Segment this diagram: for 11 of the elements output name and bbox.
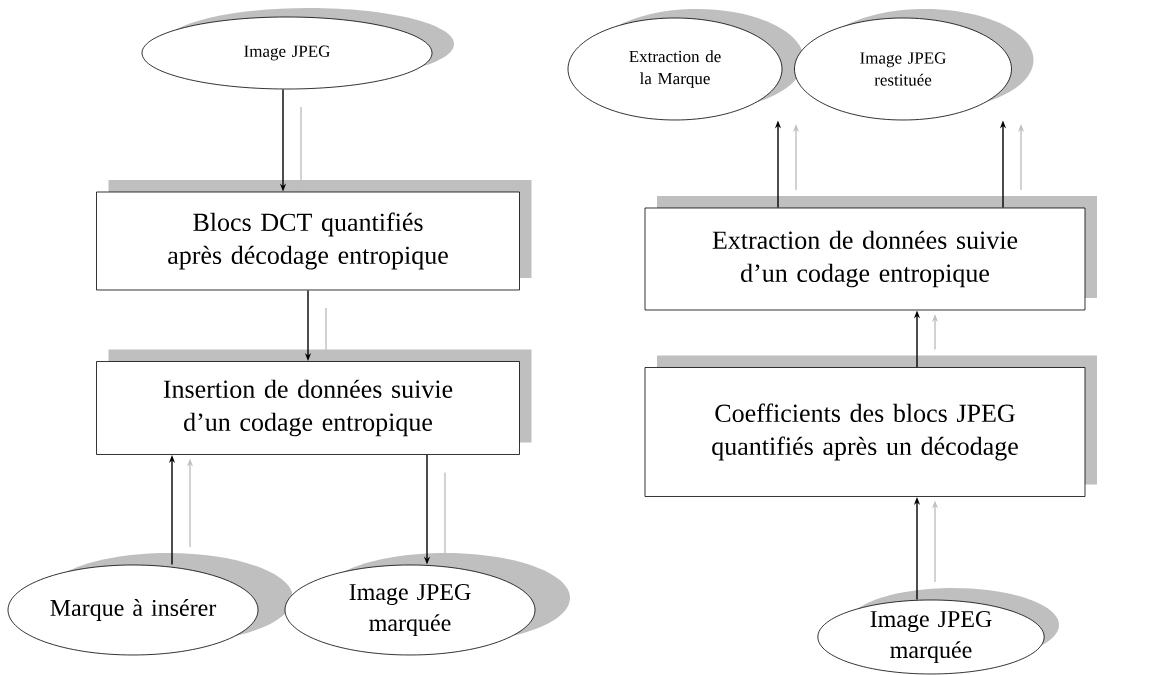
process-box: Insertion de données suivie d’un codage entropique	[96, 349, 532, 455]
process-box: Extraction de données suivie d’un codage entropique	[644, 196, 1097, 311]
node-label: Image JPEG marquée	[870, 611, 992, 663]
ellipse-node: Marque à insérer	[7, 553, 293, 656]
ellipse-node: Image JPEG marquée	[817, 588, 1059, 675]
process-box: Blocs DCT quantifiés après décodage entropique	[96, 180, 532, 291]
ellipse-node: Image JPEG restituée	[794, 9, 1034, 121]
ellipse-node: Image JPEG	[141, 8, 454, 90]
process-box: Coefficients des blocs JPEG quantifiés après un décodage	[644, 355, 1097, 497]
ellipse-node: Extraction de la Marque	[567, 9, 804, 121]
ellipse-node: Image JPEG marquée	[284, 553, 570, 656]
